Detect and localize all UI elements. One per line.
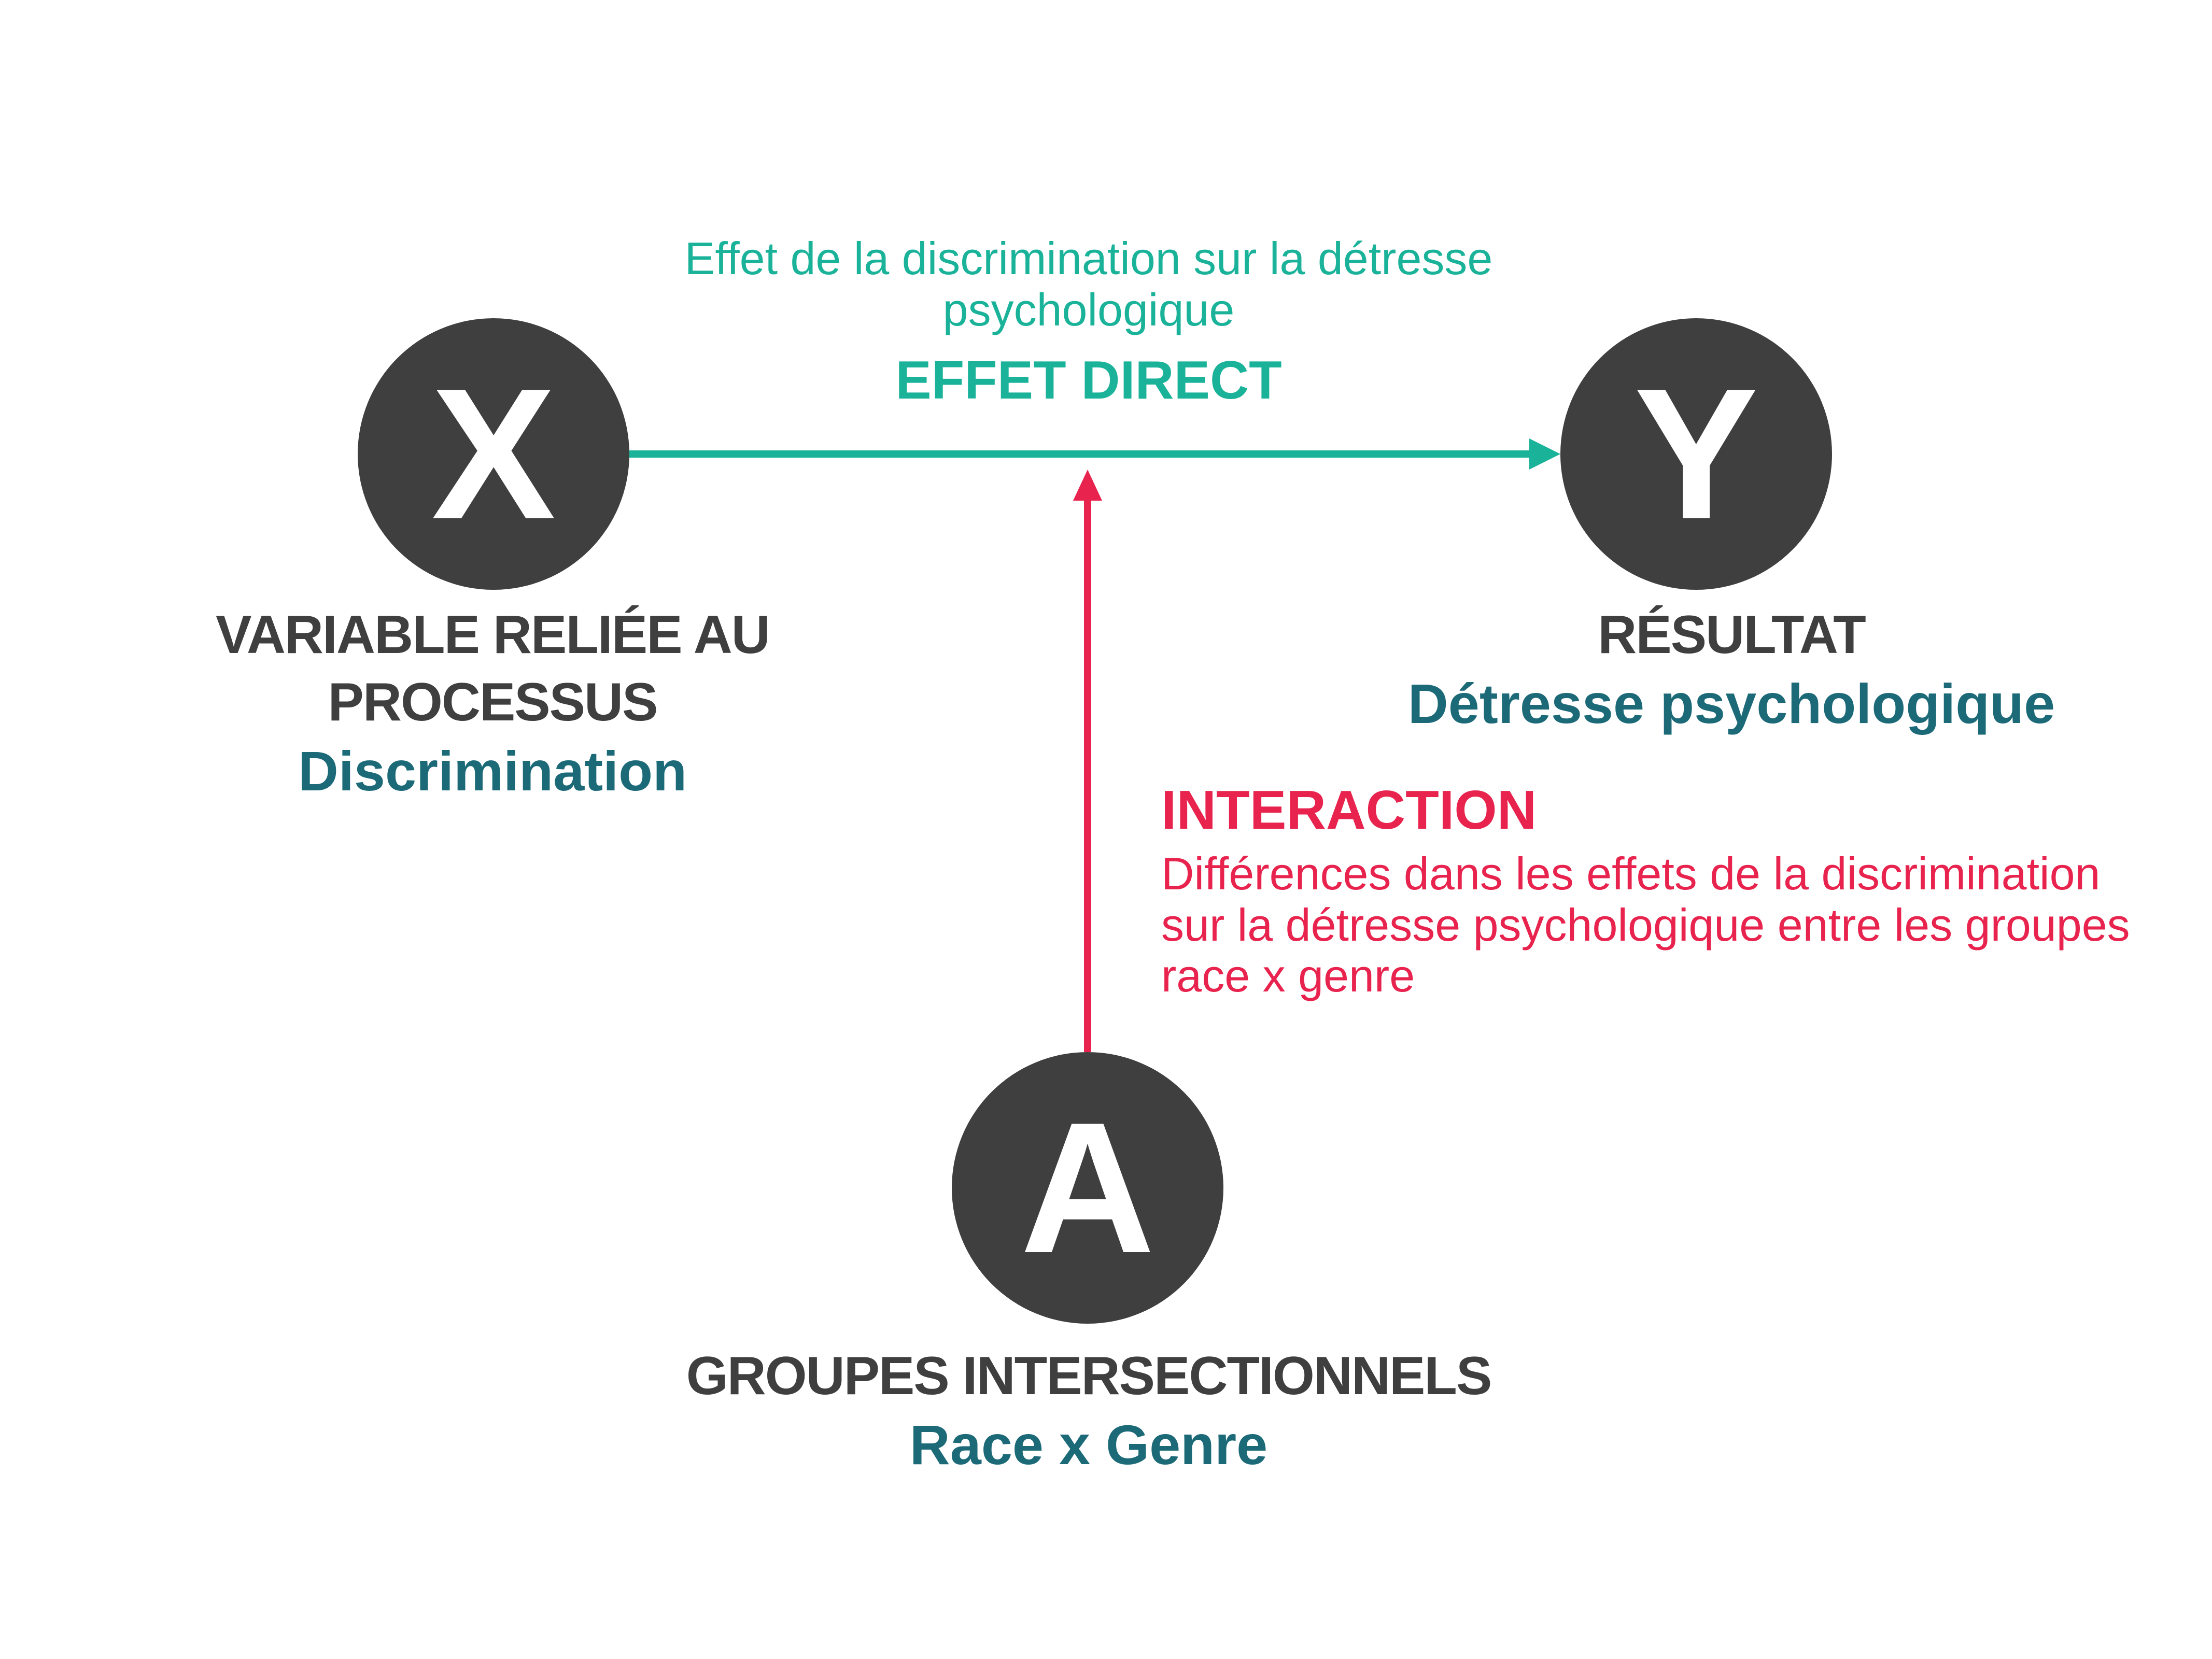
node-x-heading: VARIABLE RELIÉE AU PROCESSUS xyxy=(216,605,770,732)
node-a-label: GROUPES INTERSECTIONNELS Race x Genre xyxy=(570,1342,1607,1480)
node-y-heading: RÉSULTAT xyxy=(1598,605,1866,665)
node-x-letter: X xyxy=(431,350,556,558)
node-y-label: RÉSULTAT Détresse psychologique xyxy=(1327,601,2136,739)
node-a-sub: Race x Genre xyxy=(909,1413,1268,1476)
direct-effect-arrowhead xyxy=(1529,438,1560,470)
interaction-arrowhead xyxy=(1073,470,1102,501)
node-x-circle: X xyxy=(358,318,629,590)
interaction-title: INTERACTION xyxy=(1161,779,1537,841)
direct-effect-title: EFFET DIRECT xyxy=(895,350,1282,411)
node-x-sub: Discrimination xyxy=(298,740,687,802)
node-y-letter: Y xyxy=(1633,350,1759,558)
interaction-annotation: INTERACTION Différences dans les effets … xyxy=(1161,777,2146,1002)
interaction-description: Différences dans les effets de la discri… xyxy=(1161,848,2130,1002)
direct-effect-annotation: Effet de la discrimination sur la détres… xyxy=(664,233,1514,412)
node-a-circle: A xyxy=(952,1052,1223,1324)
direct-effect-arrow xyxy=(629,438,1560,470)
node-y-circle: Y xyxy=(1560,318,1832,590)
node-x-label: VARIABLE RELIÉE AU PROCESSUS Discriminat… xyxy=(145,601,840,806)
direct-effect-description: Effet de la discrimination sur la détres… xyxy=(684,233,1493,335)
node-a-letter: A xyxy=(1020,1084,1155,1292)
node-a-heading: GROUPES INTERSECTIONNELS xyxy=(686,1346,1492,1406)
interaction-arrow xyxy=(1073,470,1102,1052)
node-y-sub: Détresse psychologique xyxy=(1407,672,2055,735)
